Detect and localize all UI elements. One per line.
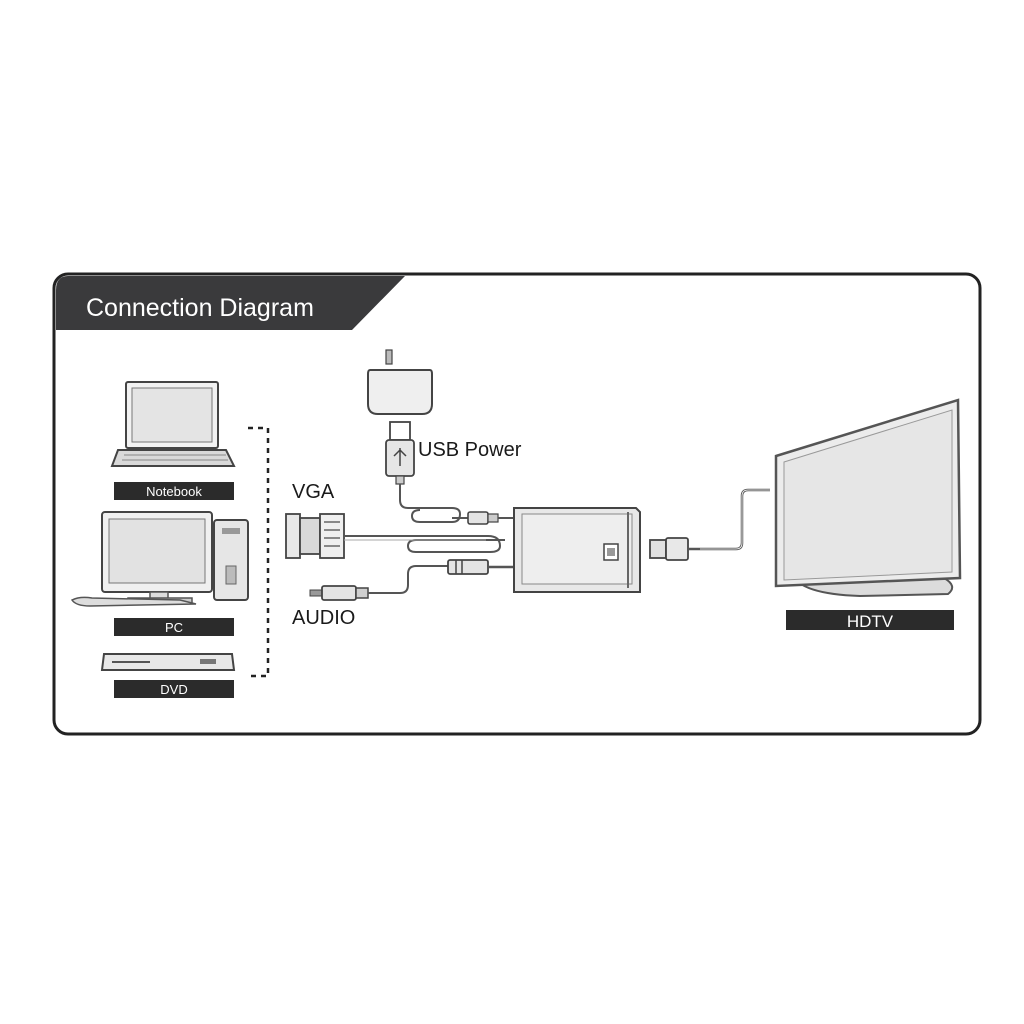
header-tab	[56, 276, 405, 330]
audio-plug-icon	[447, 559, 514, 575]
notebook-label-bg	[114, 482, 234, 500]
mini-usb-plug-icon	[467, 511, 514, 525]
converter-box-icon	[513, 507, 641, 593]
vga-connector-icon	[285, 513, 345, 559]
notebook-label: Notebook	[146, 484, 202, 499]
vga-cable	[344, 535, 505, 553]
usb-cable	[399, 484, 462, 523]
usb-power-label: USB Power	[418, 439, 522, 461]
page-title: Connection Diagram	[86, 294, 314, 322]
vga-label: VGA	[292, 481, 335, 503]
hdmi-cable-inner	[700, 489, 770, 550]
pc-icon	[70, 511, 249, 607]
notebook-icon	[110, 381, 236, 467]
hdtv-icon	[774, 398, 962, 598]
power-adapter-icon	[367, 349, 433, 415]
dvd-label: DVD	[160, 682, 187, 697]
hdtv-label: HDTV	[847, 612, 894, 631]
pc-label-bg	[114, 618, 234, 636]
audio-label: AUDIO	[292, 607, 355, 629]
usb-plug-icon	[385, 421, 415, 485]
source-bracket	[248, 426, 270, 678]
hdmi-plug-icon	[649, 537, 700, 561]
hdtv-label-bg	[786, 610, 954, 630]
pc-label: PC	[165, 620, 183, 635]
audio-cable	[368, 565, 448, 594]
diagram-frame	[52, 272, 982, 736]
dvd-label-bg	[114, 680, 234, 698]
dvd-player-icon	[100, 653, 236, 671]
